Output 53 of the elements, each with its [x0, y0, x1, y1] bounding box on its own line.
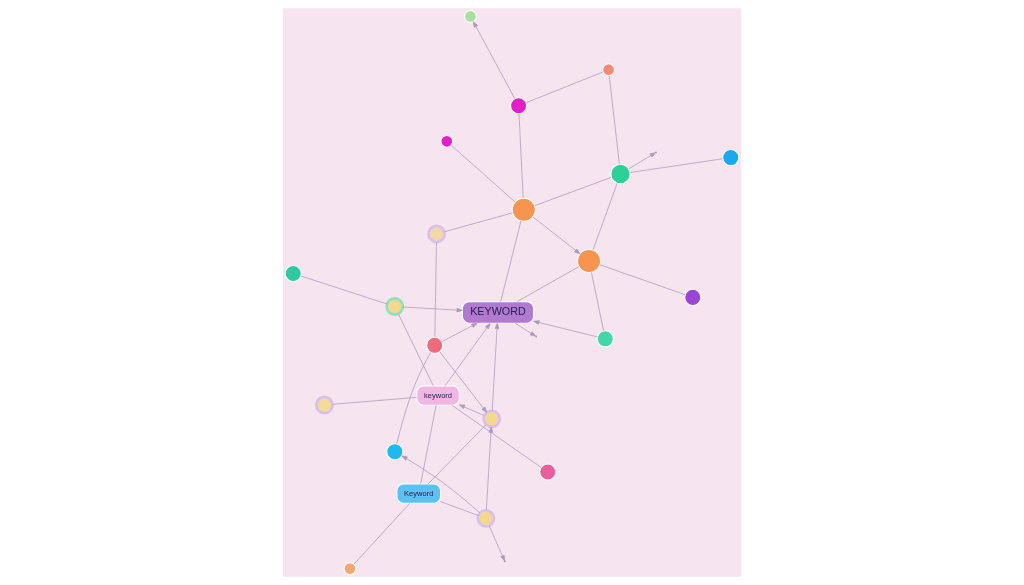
arrow [488, 525, 505, 562]
arrow [441, 322, 478, 342]
connector [516, 266, 580, 302]
node-circle [343, 562, 357, 576]
connector [353, 502, 411, 565]
node-circle [464, 9, 477, 23]
connector [451, 145, 516, 203]
connector [332, 396, 418, 405]
node-circle [315, 395, 334, 415]
connector [608, 75, 620, 165]
arrow [458, 404, 485, 416]
node-circle [596, 330, 614, 348]
arrow [491, 322, 500, 412]
connector [629, 158, 724, 173]
connector [434, 241, 437, 338]
connector [300, 275, 388, 305]
connector [440, 501, 479, 516]
node-circle [722, 148, 740, 167]
node-circle [440, 134, 454, 148]
connector [534, 176, 612, 207]
connector [518, 113, 524, 199]
connector [591, 271, 604, 332]
node-circle [602, 63, 615, 77]
connector [500, 220, 522, 302]
node-circle [284, 264, 302, 283]
connector [397, 313, 434, 387]
node-circle [539, 463, 557, 481]
connector [599, 264, 686, 296]
node-circle [426, 336, 444, 354]
arrow [439, 351, 488, 413]
node-circle [427, 224, 446, 244]
node-box: KEYWORD [461, 301, 535, 324]
arrow [402, 306, 463, 313]
node-circle [476, 508, 496, 528]
connector [427, 424, 487, 485]
connector [451, 405, 542, 468]
arrow [486, 426, 494, 511]
connector [525, 71, 604, 104]
node-circle [511, 197, 536, 222]
node-circle [610, 163, 631, 185]
arrow [444, 323, 491, 387]
connector [444, 212, 513, 233]
node-circle [385, 297, 405, 316]
node-circle [684, 288, 702, 307]
arrow [401, 455, 481, 514]
connector [592, 182, 618, 251]
connector [420, 404, 437, 485]
node-circle [386, 443, 404, 461]
connector [396, 352, 431, 444]
arrow [473, 21, 516, 99]
arrow [532, 216, 581, 255]
node-circle [510, 97, 528, 115]
node-circle [482, 409, 502, 429]
